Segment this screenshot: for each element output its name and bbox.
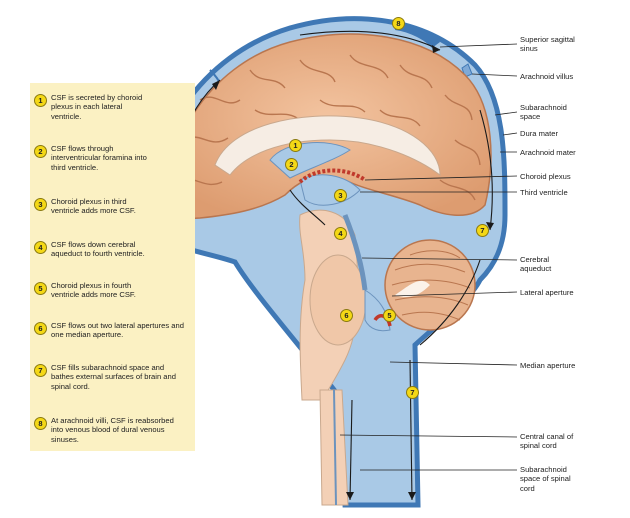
- step-text: CSF flows out two lateral apertures and …: [51, 321, 184, 340]
- step-number: 7: [34, 364, 47, 377]
- step-text: Choroid plexus in third ventricle adds m…: [51, 197, 136, 216]
- marker-4: 4: [334, 227, 347, 240]
- step-number: 8: [34, 417, 47, 430]
- step-7: 7 CSF fills subarachnoid space and bathe…: [34, 363, 192, 391]
- label-third-ventricle: Third ventricle: [520, 188, 568, 197]
- step-5: 5 Choroid plexus in fourth ventricle add…: [34, 281, 192, 300]
- leader-lines: [339, 43, 518, 471]
- label-subarachnoid-space: Subarachnoid space: [520, 103, 567, 122]
- step-1: 1 CSF is secreted by choroid plexus in e…: [34, 93, 192, 121]
- superior-sagittal-sinus: [395, 23, 440, 48]
- arrow-heads: [212, 45, 494, 500]
- cerebral-aqueduct: [342, 214, 368, 291]
- step-number: 3: [34, 198, 47, 211]
- choroid-plexus: [298, 168, 367, 184]
- label-cerebral-aqueduct: Cerebral aqueduct: [520, 255, 552, 274]
- central-canal: [333, 389, 337, 506]
- marker-6: 6: [340, 309, 353, 322]
- marker-2: 2: [285, 158, 298, 171]
- cerebellar-folia: [391, 250, 471, 321]
- label-central-canal: Central canal of spinal cord: [520, 432, 574, 451]
- label-median-aperture: Median aperture: [520, 361, 576, 370]
- step-text: Choroid plexus in fourth ventricle adds …: [51, 281, 136, 300]
- step-6: 6 CSF flows out two lateral apertures an…: [34, 321, 192, 340]
- step-text: CSF fills subarachnoid space and bathes …: [51, 363, 176, 391]
- label-superior-sagittal-sinus: Superior sagittal sinus: [520, 35, 575, 54]
- marker-8: 8: [392, 17, 405, 30]
- fourth-ventricle: [364, 289, 391, 332]
- step-number: 2: [34, 145, 47, 158]
- label-choroid-plexus: Choroid plexus: [520, 172, 571, 181]
- step-number: 4: [34, 241, 47, 254]
- marker-7a: 7: [476, 224, 489, 237]
- label-arachnoid-mater: Arachnoid mater: [520, 148, 576, 157]
- marker-3: 3: [334, 189, 347, 202]
- step-number: 5: [34, 282, 47, 295]
- pons: [309, 254, 367, 346]
- step-8: 8 At arachnoid villi, CSF is reabsorbed …: [34, 416, 192, 444]
- marker-5: 5: [383, 309, 396, 322]
- step-2: 2 CSF flows through interventricular for…: [34, 144, 192, 172]
- label-lateral-aperture: Lateral aperture: [520, 288, 574, 297]
- step-text: CSF is secreted by choroid plexus in eac…: [51, 93, 143, 121]
- step-text: CSF flows down cerebral aqueduct to four…: [51, 240, 145, 259]
- marker-1: 1: [289, 139, 302, 152]
- label-arachnoid-villus: Arachnoid villus: [520, 72, 574, 81]
- steps-legend: 1 CSF is secreted by choroid plexus in e…: [30, 83, 195, 451]
- label-subarachnoid-space-spinal: Subarachnoid space of spinal cord: [520, 465, 571, 493]
- step-number: 1: [34, 94, 47, 107]
- step-3: 3 Choroid plexus in third ventricle adds…: [34, 197, 192, 216]
- step-text: CSF flows through interventricular foram…: [51, 144, 147, 172]
- step-4: 4 CSF flows down cerebral aqueduct to fo…: [34, 240, 192, 259]
- step-number: 6: [34, 322, 47, 335]
- marker-7b: 7: [406, 386, 419, 399]
- label-dura-mater: Dura mater: [520, 129, 558, 138]
- step-text: At arachnoid villi, CSF is reabsorbed in…: [51, 416, 174, 444]
- corpus-callosum: [214, 115, 441, 177]
